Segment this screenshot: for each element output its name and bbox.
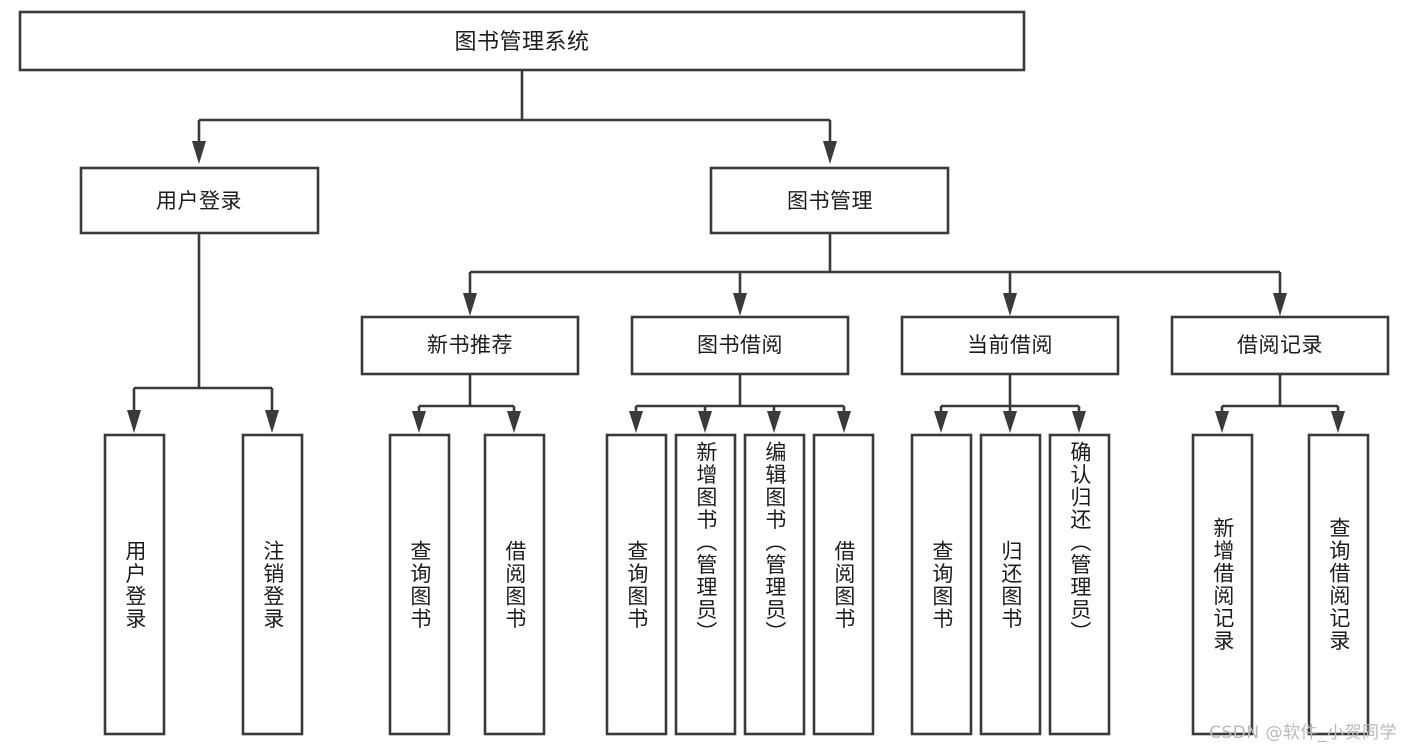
node-new-book-rec[interactable]: 新书推荐 (360, 315, 580, 376)
node-root-rect[interactable] (18, 10, 1026, 72)
arrow-head-leaf-borrow-book-1 (507, 411, 521, 433)
arrow-head-leaf-edit-book (767, 411, 781, 433)
leaf-query-book-2-rect[interactable] (605, 433, 668, 736)
node-borrow-record[interactable]: 借阅记录 (1170, 315, 1390, 376)
leaf-add-record-rect[interactable] (1191, 433, 1254, 736)
leaf-borrow-book-1-rect[interactable] (483, 433, 546, 736)
arrow-head-leaf-query-record (1331, 411, 1345, 433)
leaf-add-book-rect[interactable] (674, 433, 737, 736)
leaf-user-logout-rect[interactable] (241, 433, 304, 736)
arrow-head-leaf-add-record (1215, 411, 1229, 433)
connector-user-login-to-leaves (127, 233, 279, 433)
arrow-head-leaf-query-book-2 (629, 411, 643, 433)
node-book-manage-label: 图书管理 (787, 189, 873, 213)
node-user-login[interactable]: 用户登录 (79, 166, 320, 235)
leaf-confirm-return-rect[interactable] (1048, 433, 1111, 736)
connector-borrow-record-to-leaves (1215, 374, 1345, 433)
arrow-head-borrow-record (1273, 293, 1287, 316)
leaf-borrow-book-2-rect[interactable] (812, 433, 875, 736)
arrow-head-book-borrow (733, 293, 747, 316)
node-current-borrow[interactable]: 当前借阅 (900, 315, 1120, 376)
arrow-head-leaf-confirm-return (1072, 411, 1086, 433)
arrow-head-leaf-borrow-book-2 (837, 411, 851, 433)
leaf-boxes (103, 433, 1370, 736)
arrow-head-user-login (192, 141, 206, 164)
arrow-head-leaf-user-logout (265, 410, 279, 433)
node-borrow-record-label: 借阅记录 (1237, 333, 1323, 357)
arrow-head-current-borrow (1003, 293, 1017, 316)
arrow-head-leaf-add-book (698, 411, 712, 433)
node-new-book-rec-label: 新书推荐 (427, 333, 513, 357)
arrow-head-leaf-query-book-1 (412, 411, 426, 433)
node-book-borrow-label: 图书借阅 (697, 333, 783, 357)
connector-book-borrow-to-leaves (629, 374, 851, 433)
connector-new-book-rec-to-leaves (412, 374, 521, 433)
leaf-user-login-rect[interactable] (103, 433, 166, 736)
node-root-label: 图书管理系统 (454, 30, 589, 55)
node-new-book-rec-rect[interactable] (360, 315, 580, 376)
leaf-return-book-rect[interactable] (979, 433, 1042, 736)
node-root[interactable]: 图书管理系统 (18, 10, 1026, 72)
node-current-borrow-label: 当前借阅 (967, 333, 1053, 357)
node-current-borrow-rect[interactable] (900, 315, 1120, 376)
arrow-head-book-manage (823, 141, 837, 164)
node-user-login-rect[interactable] (79, 166, 320, 235)
node-book-borrow[interactable]: 图书借阅 (630, 315, 850, 376)
leaf-edit-book-rect[interactable] (743, 433, 806, 736)
leaf-query-book-3-rect[interactable] (910, 433, 973, 736)
connector-current-borrow-to-leaves (934, 374, 1086, 433)
arrow-head-leaf-return-book (1003, 411, 1017, 433)
leaf-query-record-rect[interactable] (1307, 433, 1370, 736)
leaf-query-book-1-rect[interactable] (388, 433, 451, 736)
connector-book-manage-to-level3 (463, 233, 1287, 316)
arrow-head-new-book-rec (463, 293, 477, 316)
node-book-manage[interactable]: 图书管理 (709, 166, 950, 235)
connector-root-to-level2 (192, 70, 837, 164)
arrow-head-leaf-user-login (127, 410, 141, 433)
arrow-head-leaf-query-book-3 (934, 411, 948, 433)
node-user-login-label: 用户登录 (156, 189, 242, 213)
